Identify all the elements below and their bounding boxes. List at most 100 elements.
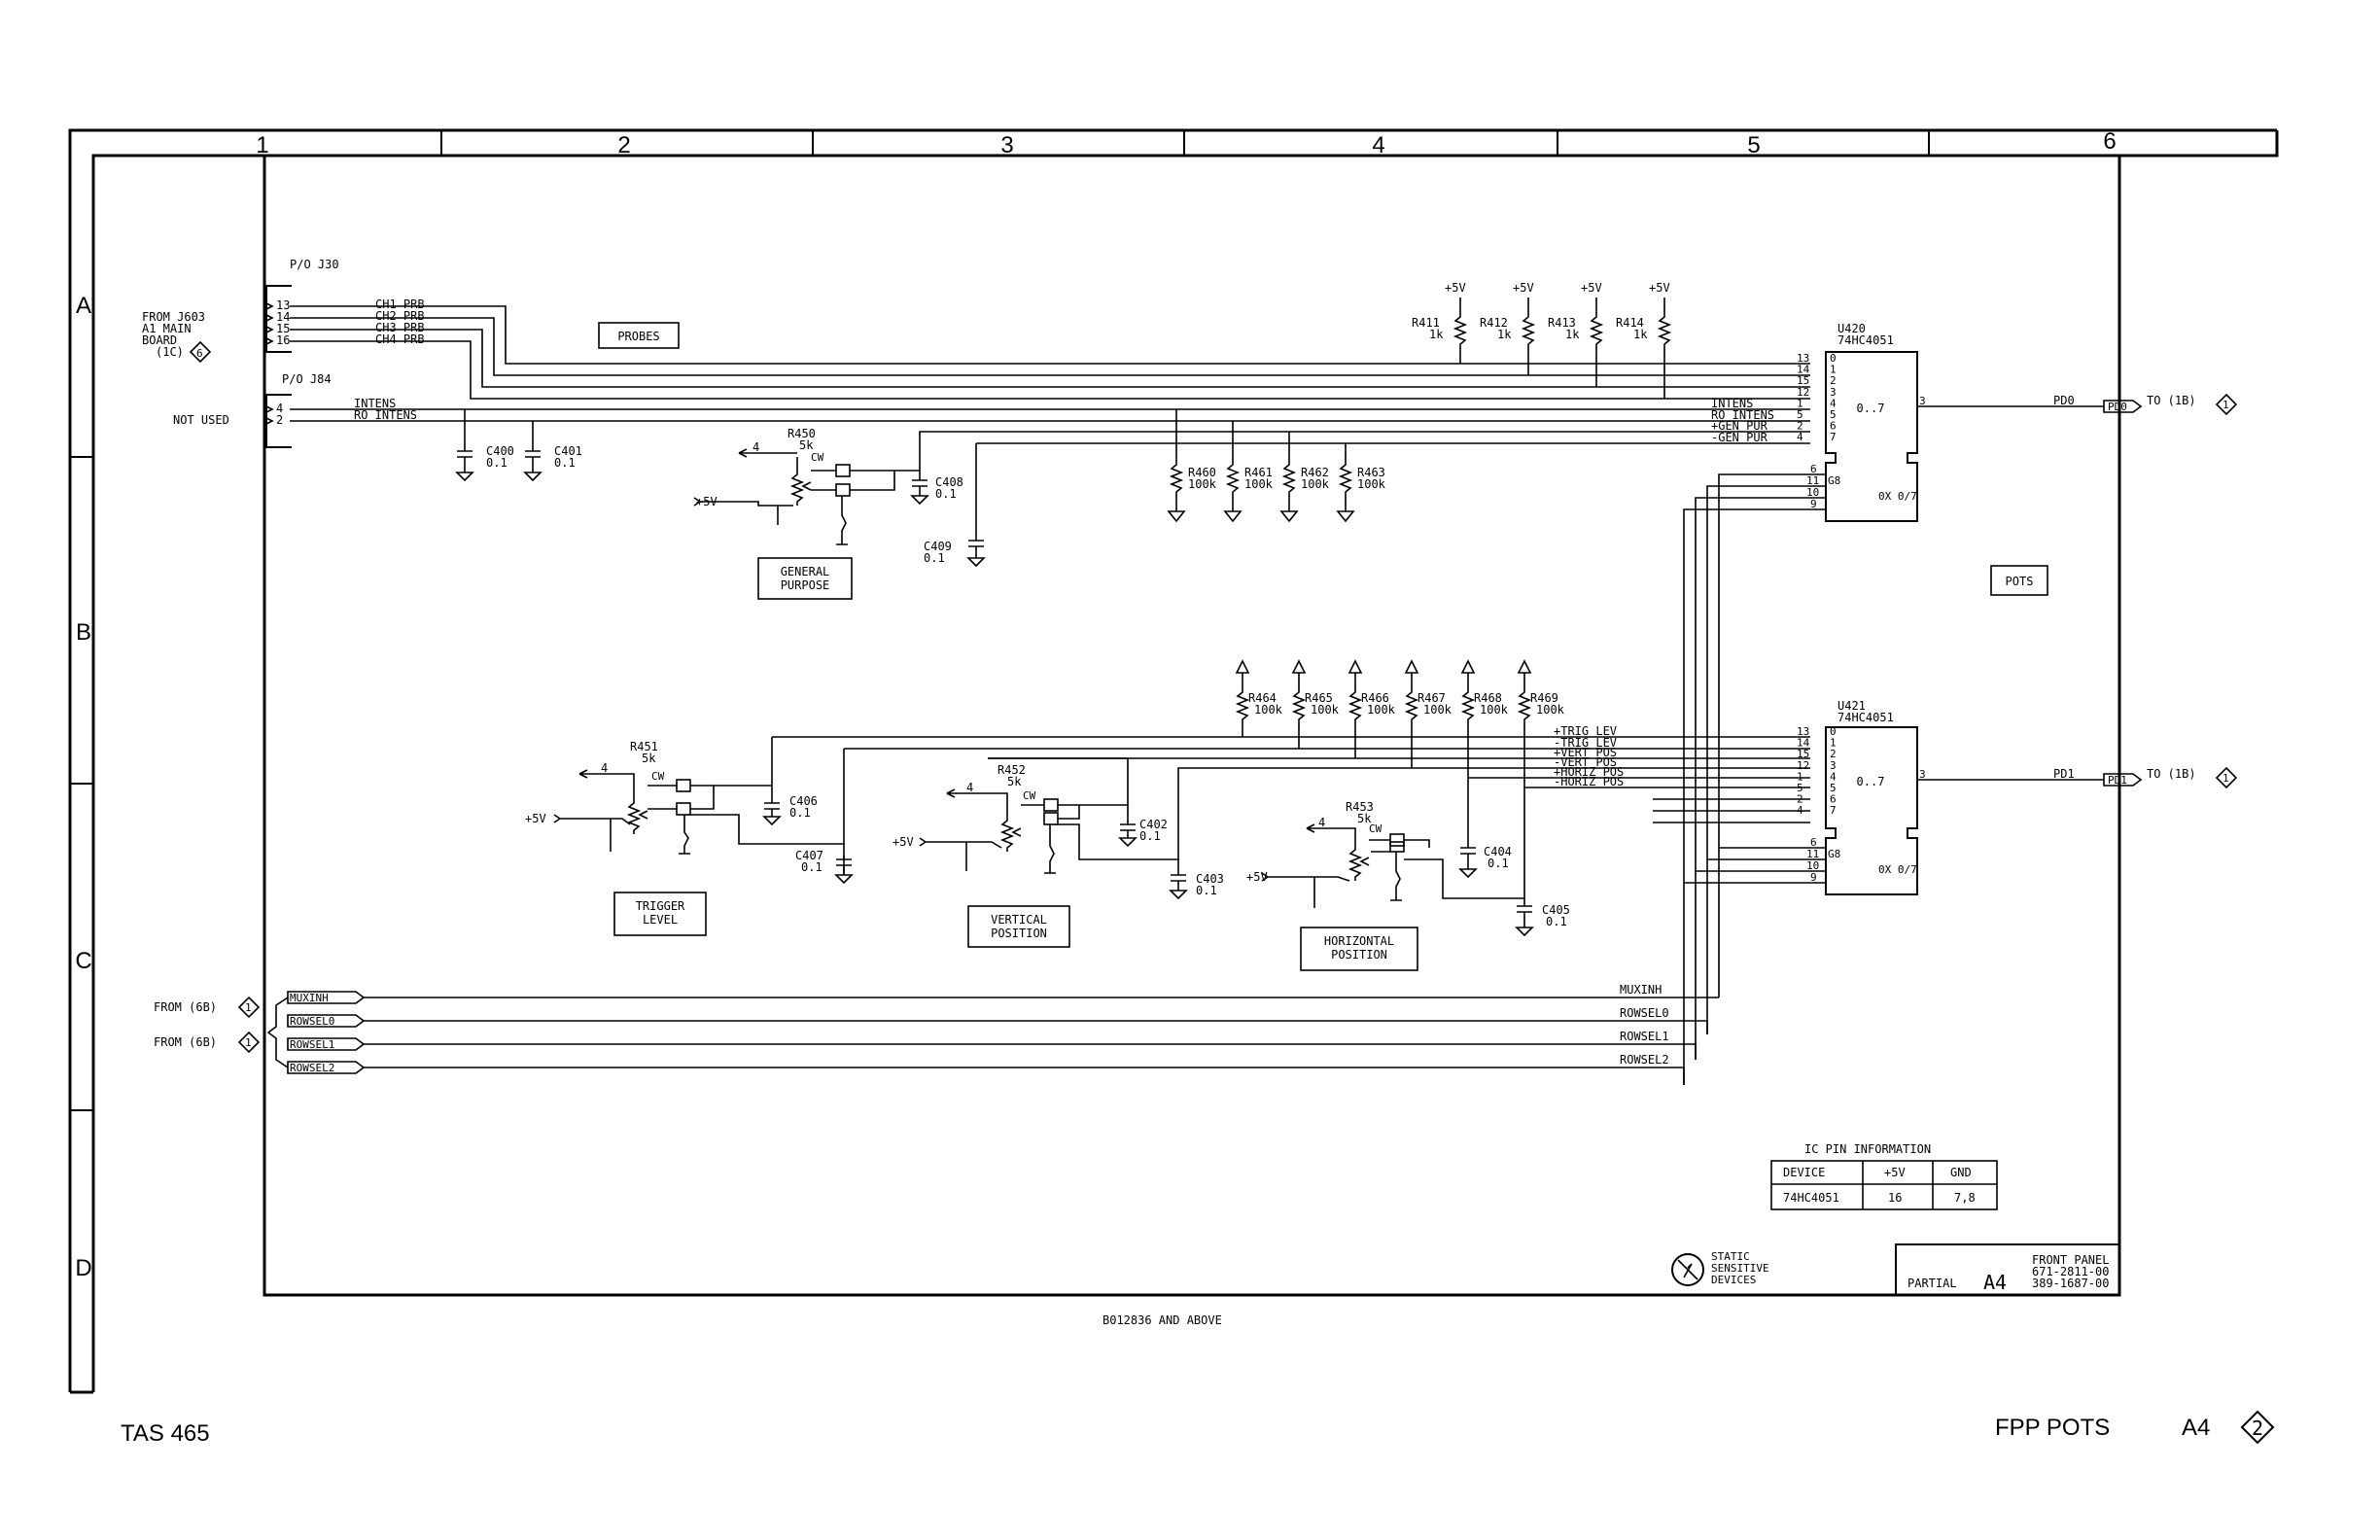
- svg-text:ROWSEL0: ROWSEL0: [1620, 1006, 1669, 1020]
- cap-c404: C404 0.1: [1458, 844, 1512, 879]
- pullup-resistors: +5V +5V +5V +5V R411 1k R412 1k R413 1k …: [1412, 281, 1672, 399]
- probes-label-box: PROBES: [598, 322, 680, 349]
- svg-text:(1C): (1C): [156, 345, 184, 359]
- svg-text:0.1: 0.1: [554, 456, 576, 470]
- svg-text:GENERAL: GENERAL: [781, 565, 830, 578]
- svg-text:G8: G8: [1828, 848, 1840, 860]
- svg-text:0X 0/7: 0X 0/7: [1878, 490, 1917, 503]
- svg-text:PARTIAL: PARTIAL: [1908, 1277, 1957, 1290]
- j30-pin-15: 15: [276, 322, 290, 335]
- svg-text:PURPOSE: PURPOSE: [781, 578, 830, 592]
- svg-text:+5V: +5V: [1246, 870, 1268, 884]
- zone-row-labels: A B C D: [75, 293, 91, 1281]
- svg-text:0.1: 0.1: [1139, 829, 1161, 843]
- svg-text:0.1: 0.1: [1488, 857, 1509, 870]
- svg-text:4: 4: [276, 402, 283, 415]
- serial-note: B012836 AND ABOVE: [1102, 1313, 1222, 1327]
- svg-text:R463: R463: [1357, 466, 1385, 479]
- pin-number: 15: [1797, 748, 1809, 760]
- zone-col-1: 1: [256, 132, 268, 158]
- connector-j84: P/O J84 4 2 NOT USED: [173, 372, 332, 448]
- pin-number: 5: [1797, 782, 1803, 794]
- svg-text:100k: 100k: [1536, 703, 1565, 717]
- footer-board-ref: A4: [2182, 1415, 2210, 1441]
- cap-c407: C407 0.1: [795, 748, 1299, 885]
- svg-text:4: 4: [752, 440, 759, 454]
- pot-r451: 4 R451 5k CW +5V: [525, 737, 845, 875]
- svg-text:PD1: PD1: [2053, 767, 2075, 781]
- svg-text:VERTICAL: VERTICAL: [991, 913, 1047, 927]
- title-block: PARTIAL A4 FRONT PANEL 671-2811-00 389-1…: [1895, 1243, 2119, 1295]
- svg-text:+GEN PUR: +GEN PUR: [1711, 419, 1768, 433]
- channel-number: 6: [1830, 420, 1837, 433]
- cap-c406: C406 0.1: [762, 794, 818, 826]
- cap-c403: C403 0.1: [1169, 859, 1224, 900]
- svg-text:0.1: 0.1: [924, 551, 945, 565]
- svg-text:1k: 1k: [1429, 328, 1444, 341]
- pin-number: 2: [1797, 793, 1803, 806]
- svg-text:RO INTENS: RO INTENS: [1711, 408, 1774, 422]
- channel-number: 4: [1830, 397, 1837, 409]
- svg-text:1k: 1k: [1497, 328, 1512, 341]
- j30-pin-16: 16: [276, 333, 290, 347]
- channel-number: 5: [1830, 782, 1837, 794]
- pin-number: 12: [1797, 759, 1809, 772]
- cap-c400: C400 0.1: [455, 409, 514, 482]
- svg-text:R469: R469: [1530, 691, 1558, 705]
- svg-text:R412: R412: [1480, 316, 1508, 330]
- svg-text:+5V: +5V: [892, 835, 914, 849]
- zone-row-d: D: [75, 1255, 91, 1281]
- svg-text:9: 9: [1810, 871, 1817, 884]
- svg-text:0.1: 0.1: [801, 860, 822, 874]
- static-warning-icon: [1671, 1253, 1704, 1286]
- svg-text:R413: R413: [1548, 316, 1576, 330]
- zone-col-2: 2: [617, 132, 630, 158]
- svg-text:C400: C400: [486, 444, 514, 458]
- probe-wires: CH1 PRB CH2 PRB CH3 PRB CH4 PRB: [290, 298, 1810, 400]
- pin-number: 4: [1797, 431, 1803, 443]
- svg-text:FROM (6B): FROM (6B): [154, 1000, 217, 1014]
- channel-number: 5: [1830, 408, 1837, 421]
- cap-c405: C405 0.1: [1515, 898, 1570, 937]
- channel-number: 7: [1830, 431, 1837, 443]
- from-j603-label: FROM J603 A1 MAIN BOARD (1C) 6: [142, 310, 212, 364]
- svg-text:C401: C401: [554, 444, 582, 458]
- svg-text:PD0: PD0: [2053, 394, 2075, 407]
- cap-c408: C408 0.1: [910, 471, 963, 506]
- svg-text:TRIGGER: TRIGGER: [636, 899, 685, 913]
- svg-text:100k: 100k: [1301, 477, 1330, 491]
- not-used-label: NOT USED: [173, 413, 229, 427]
- svg-text:4: 4: [601, 761, 608, 775]
- channel-number: 7: [1830, 804, 1837, 817]
- pin-number: 14: [1797, 737, 1810, 750]
- ic-pin-table: IC PIN INFORMATION DEVICE +5V GND 74HC40…: [1770, 1142, 1998, 1210]
- svg-text:0.1: 0.1: [789, 806, 811, 820]
- svg-text:+5V: +5V: [525, 812, 546, 825]
- channel-number: 3: [1830, 386, 1837, 399]
- svg-text:5k: 5k: [799, 438, 814, 452]
- svg-text:3: 3: [1919, 768, 1926, 781]
- svg-text:CW: CW: [651, 770, 665, 783]
- u421-ctrl-wires: 6 11 10 9 G8 0X 0/7: [1684, 836, 1917, 884]
- svg-text:74HC4051: 74HC4051: [1838, 711, 1894, 724]
- channel-number: 2: [1830, 374, 1837, 387]
- svg-text:11: 11: [1806, 474, 1819, 487]
- svg-text:9: 9: [1810, 498, 1817, 510]
- svg-text:R467: R467: [1418, 691, 1446, 705]
- svg-text:100k: 100k: [1188, 477, 1217, 491]
- u420-input-labels: INTENS RO INTENS +GEN PUR -GEN PUR: [1711, 397, 1774, 444]
- svg-text:DEVICES: DEVICES: [1711, 1274, 1756, 1286]
- svg-text:CH4 PRB: CH4 PRB: [375, 332, 425, 346]
- svg-text:1: 1: [245, 1036, 252, 1049]
- channel-number: 3: [1830, 759, 1837, 772]
- svg-text:100k: 100k: [1423, 703, 1452, 717]
- svg-text:+5V: +5V: [1649, 281, 1670, 295]
- svg-text:1: 1: [245, 1001, 252, 1014]
- chip-u420: U420 74HC4051 0..7 3 PD0 PD0 TO (1B) 1: [1825, 322, 2238, 522]
- svg-text:100k: 100k: [1311, 703, 1340, 717]
- svg-text:PD0: PD0: [2108, 401, 2127, 413]
- svg-text:+HORIZ POS: +HORIZ POS: [1554, 765, 1624, 779]
